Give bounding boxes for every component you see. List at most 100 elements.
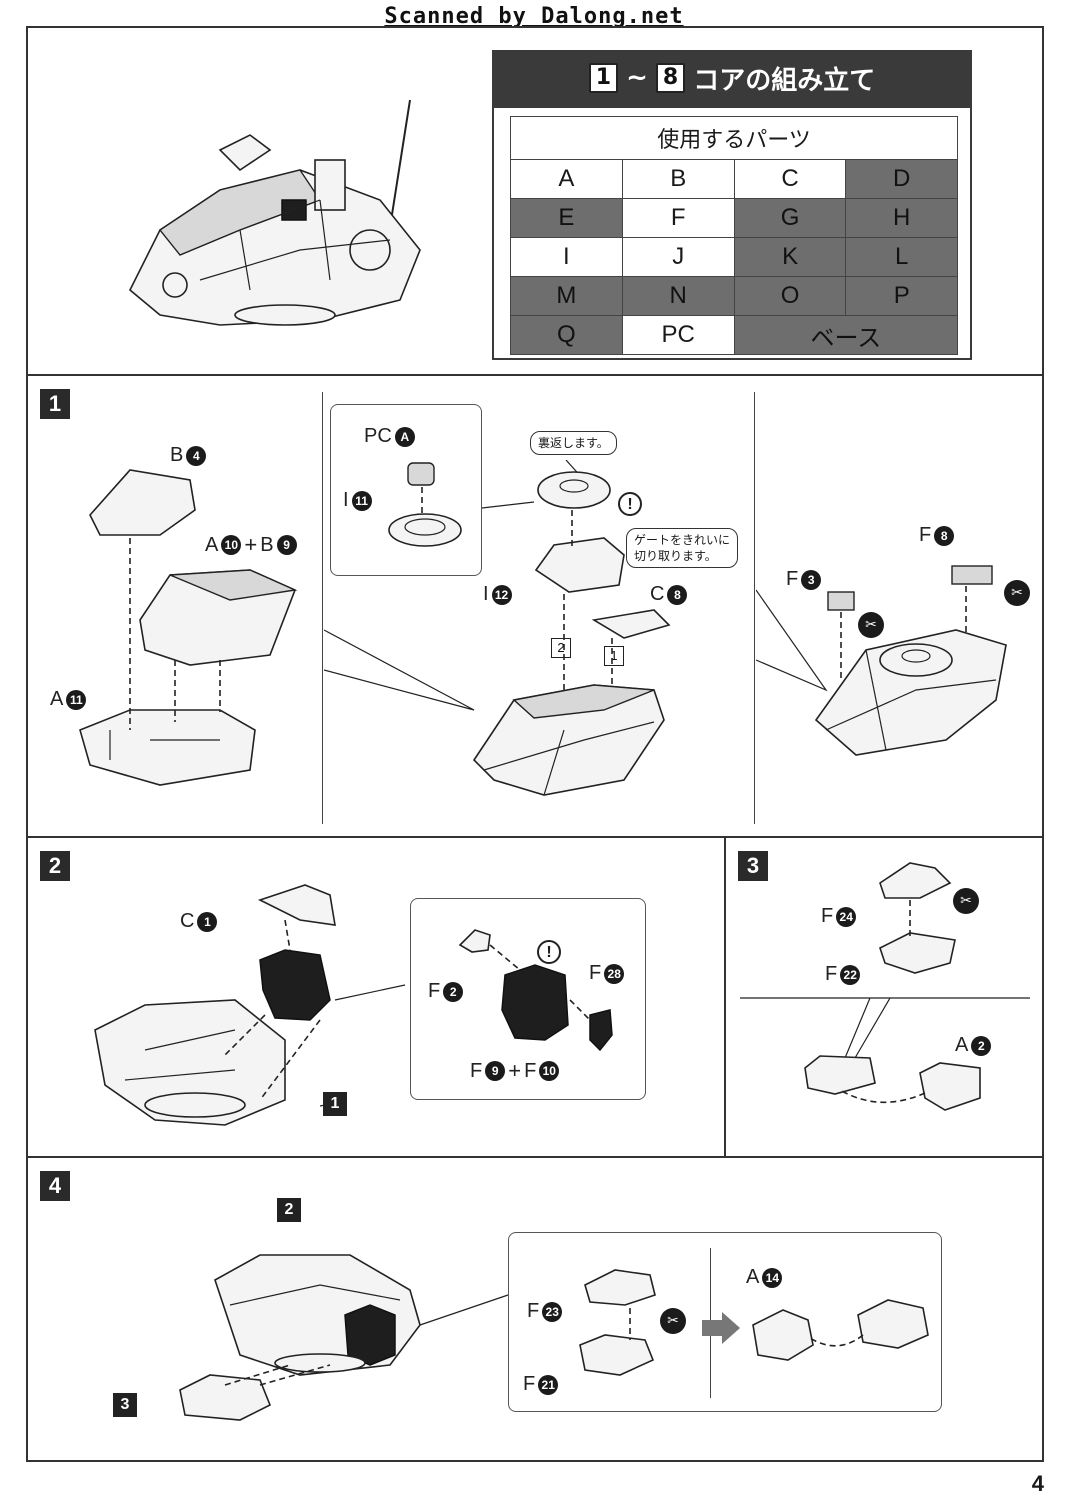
divider-low xyxy=(26,1156,1044,1158)
parts-cell: K xyxy=(733,237,847,277)
label-f24-num: 24 xyxy=(836,906,857,927)
completed-core-illustration xyxy=(129,99,421,326)
ref-step-3: 3 xyxy=(113,1393,137,1417)
parts-cell: E xyxy=(510,198,623,238)
label-plus: + xyxy=(508,1058,522,1083)
parts-cell: G xyxy=(733,198,847,238)
label-f8-num: 8 xyxy=(934,525,955,546)
parts-cell: D xyxy=(845,159,958,199)
step-4-badge: 4 xyxy=(40,1171,70,1201)
divider-mid xyxy=(26,836,1044,838)
parts-cell: H xyxy=(845,198,958,238)
nipper-cut-icon: ✂ xyxy=(660,1308,686,1334)
parts-cell: J xyxy=(621,237,735,277)
label-f10-num: 10 xyxy=(539,1061,560,1081)
label-a11-letter: A xyxy=(50,688,64,710)
step-4-inset-assembly xyxy=(752,1299,929,1361)
label-a2-letter: A xyxy=(955,1034,969,1056)
label-a14-letter: A xyxy=(746,1266,760,1288)
pc-ring-illustration xyxy=(388,462,462,547)
order-2: 2 xyxy=(551,638,571,658)
divider-s1b xyxy=(754,392,755,824)
title-step-from: 1 xyxy=(588,63,619,93)
label-b4-letter: B xyxy=(170,444,184,466)
page-number: 4 xyxy=(1031,1471,1044,1496)
ref-step-1: 1 xyxy=(323,1092,347,1116)
ref-step-2: 2 xyxy=(277,1198,301,1222)
label-a10-num: 10 xyxy=(221,535,242,555)
title-step-to: 8 xyxy=(655,63,686,93)
parts-cell: N xyxy=(621,276,735,316)
exclamation-icon: ! xyxy=(618,492,642,516)
label-f9-letter: F xyxy=(470,1059,483,1082)
label-pc-num: A xyxy=(394,426,415,447)
label-f24-letter: F xyxy=(821,905,834,927)
parts-cell: A xyxy=(510,159,623,199)
parts-cell: M xyxy=(510,276,623,316)
label-i12-num: 12 xyxy=(491,584,512,605)
step-1-center-illustration xyxy=(324,460,671,796)
order-1: 1 xyxy=(604,646,624,666)
label-b4-num: 4 xyxy=(186,445,207,466)
label-a10-letter: A xyxy=(205,533,219,556)
parts-table-heading: 使用するパーツ xyxy=(510,116,958,160)
divider-top xyxy=(26,374,1044,376)
label-i11-num: 11 xyxy=(351,490,372,511)
step-4-inset-parts xyxy=(579,1269,656,1376)
label-c1-num: 1 xyxy=(197,911,218,932)
divider-step3 xyxy=(724,836,726,1156)
page-frame xyxy=(26,26,1044,1462)
label-a11-num: 11 xyxy=(66,689,87,710)
label-f2-num: 2 xyxy=(443,981,464,1002)
label-f23-letter: F xyxy=(527,1300,540,1322)
label-a2-num: 2 xyxy=(971,1035,992,1056)
right-arrow-icon xyxy=(702,1312,740,1344)
step-1-badge: 1 xyxy=(40,389,70,419)
label-f21-num: 21 xyxy=(538,1374,559,1395)
scan-credit-header: Scanned by Dalong.net xyxy=(384,4,684,29)
label-c1-letter: C xyxy=(180,910,195,932)
section-title: 1 ~ 8 コアの組み立て xyxy=(492,50,972,106)
parts-cell: O xyxy=(733,276,847,316)
label-f22-num: 22 xyxy=(840,964,861,985)
nipper-cut-icon: ✂ xyxy=(953,888,979,914)
step-3-badge: 3 xyxy=(738,851,768,881)
label-f3-letter: F xyxy=(786,568,799,590)
parts-cell: C xyxy=(733,159,847,199)
step-3-illustration xyxy=(740,862,1030,1111)
parts-cell: F xyxy=(621,198,735,238)
parts-cell: I xyxy=(510,237,623,277)
parts-cell: P xyxy=(845,276,958,316)
label-f21-letter: F xyxy=(523,1373,536,1395)
parts-cell: Q xyxy=(510,315,623,355)
parts-cell: PC xyxy=(621,315,735,355)
step-4-left-illustration xyxy=(179,1254,509,1421)
label-plus: + xyxy=(244,532,258,557)
label-f28-letter: F xyxy=(589,962,602,984)
nipper-cut-icon: ✂ xyxy=(858,612,884,638)
parts-cell: ベース xyxy=(733,315,959,355)
step-2-badge: 2 xyxy=(40,851,70,881)
label-pc-letter: PC xyxy=(364,425,392,447)
label-f10-letter: F xyxy=(524,1059,537,1082)
label-i12-letter: I xyxy=(483,583,489,605)
step-2-inset-illustration xyxy=(458,929,613,1052)
